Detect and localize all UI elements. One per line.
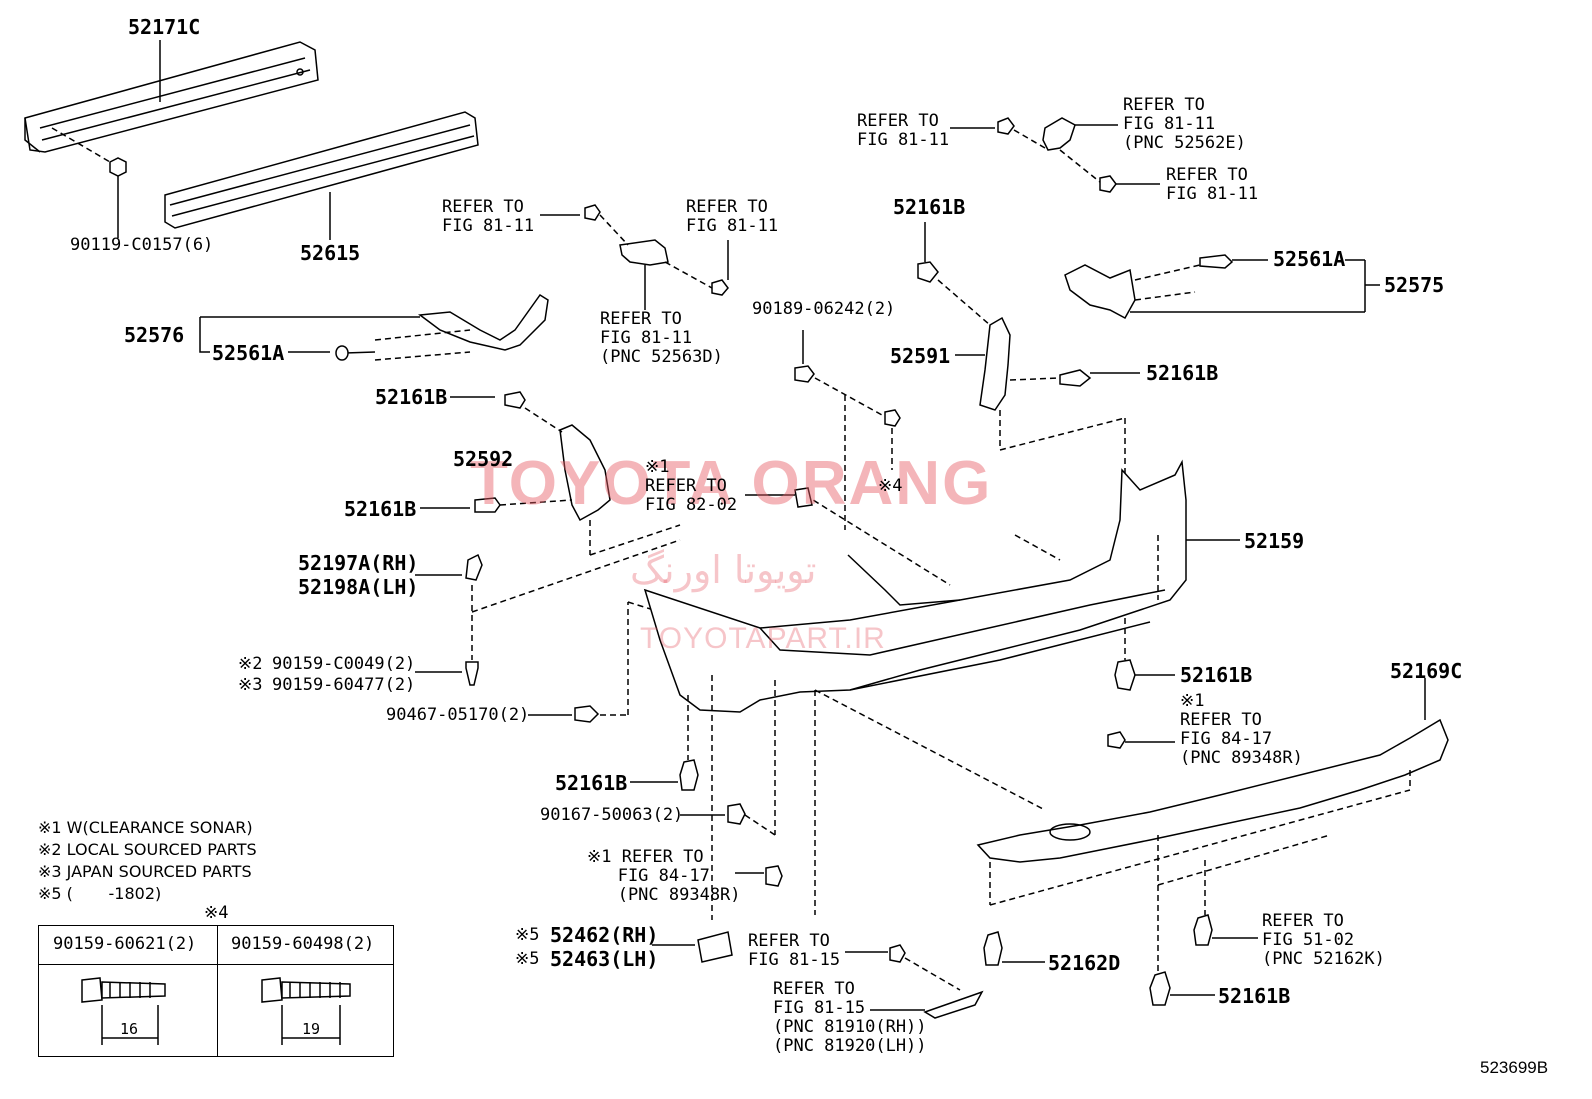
- label-52171C: 52171C: [128, 15, 201, 39]
- label-52161B-b: 52161B: [344, 497, 417, 521]
- label-52197A: 52197A(RH): [298, 551, 419, 575]
- fastener-table: 90159-60621(2) 90159-60498(2): [38, 925, 394, 1057]
- label-52161B-top: 52161B: [893, 195, 966, 219]
- note-1: ※1 W(CLEARANCE SONAR): [38, 818, 253, 837]
- screw-90159: [415, 661, 479, 686]
- bracket-52576: [199, 293, 549, 361]
- bracket-52592: [420, 391, 681, 556]
- refer-label-10: REFER TO FIG 81-15: [748, 931, 841, 970]
- table-divider: [217, 926, 218, 1056]
- mark-2: ※2: [238, 654, 263, 674]
- dimension-19: 19: [302, 1020, 321, 1038]
- label-52198A: 52198A(LH): [298, 575, 419, 599]
- absorber-52615: [164, 111, 479, 229]
- bracket-52591: [917, 222, 1140, 660]
- refer-label-2: REFER TO FIG 81-11: [686, 197, 779, 236]
- label-52462: 52462(RH): [550, 923, 659, 947]
- label-90189: 90189-06242(2): [752, 299, 896, 319]
- refer-label-9: ※1 REFER TO FIG 84-17 (PNC 89348R): [587, 847, 741, 905]
- refer-label-12: REFER TO FIG 51-02 (PNC 52162K): [1262, 911, 1385, 969]
- label-90467: 90467-05170(2): [386, 705, 530, 725]
- refer-label-8: ※1 REFER TO FIG 84-17 (PNC 89348R): [1180, 691, 1303, 768]
- bracket-52575: [1064, 254, 1380, 320]
- label-52161B-a: 52161B: [375, 385, 448, 409]
- figure-number: 523699B: [1480, 1058, 1549, 1077]
- clip-52161B-d: [1107, 659, 1175, 749]
- mark-4-diagram: ※4: [878, 476, 903, 496]
- mark-3: ※3: [238, 675, 263, 695]
- refer-label-7: ※1 REFER TO FIG 82-02: [645, 457, 738, 515]
- clip-52197A: [415, 539, 681, 660]
- cover-52462: [652, 931, 733, 963]
- nut-90467: [528, 601, 661, 723]
- label-52561A-left: 52561A: [212, 341, 285, 365]
- bolt-90119: [51, 127, 127, 238]
- note-3: ※3 JAPAN SOURCED PARTS: [38, 862, 252, 881]
- label-52463: 52463(LH): [550, 947, 659, 971]
- label-90167: 90167-50063(2): [540, 805, 684, 825]
- watermark-persian: تویوتا اورنگ: [630, 548, 817, 592]
- clip-52161B-e: [1149, 971, 1215, 1006]
- label-52576: 52576: [124, 323, 185, 347]
- label-90159-C0049: 90159-C0049(2): [272, 654, 416, 674]
- spoiler-52169C: [976, 678, 1449, 975]
- dimension-16: 16: [120, 1020, 139, 1038]
- clip-52162D: [983, 931, 1045, 966]
- clip-52161B-c: [630, 759, 699, 791]
- label-52561A-right: 52561A: [1273, 247, 1346, 271]
- bumper-cover-52159: [643, 459, 1240, 920]
- reflector: [845, 944, 984, 1019]
- bracket-center-top: [540, 204, 729, 310]
- table-col1: 90159-60621(2): [53, 934, 197, 954]
- bracket-52562E: [950, 117, 1160, 193]
- nut-90167: [680, 803, 776, 836]
- screw-90159-60498: [261, 977, 351, 1045]
- note-2: ※2 LOCAL SOURCED PARTS: [38, 840, 257, 859]
- table-col2: 90159-60498(2): [231, 934, 375, 954]
- refer-label-11: REFER TO FIG 81-15 (PNC 81910(RH)) (PNC …: [773, 979, 927, 1056]
- clip-52162K: [1193, 914, 1258, 946]
- watermark-brand: TOYOTA ORANG: [470, 449, 993, 518]
- label-52161B-e: 52161B: [1218, 984, 1291, 1008]
- sonar-clip: [735, 865, 783, 887]
- label-90159-60477: 90159-60477(2): [272, 675, 416, 695]
- mark-5b: ※5: [515, 949, 540, 969]
- table-mark-4: ※4: [204, 903, 229, 923]
- label-52169C: 52169C: [1390, 659, 1463, 683]
- refer-label-4: REFER TO FIG 81-11: [857, 111, 950, 150]
- label-52592: 52592: [453, 447, 514, 471]
- reinforcement-52171C: [24, 41, 319, 153]
- refer-label-5: REFER TO FIG 81-11 (PNC 52562E): [1123, 95, 1246, 153]
- watermark-site: TOYOTAPART.IR: [640, 622, 886, 655]
- label-90119: 90119-C0157(6): [70, 235, 214, 255]
- screw-90159-60621: [81, 977, 166, 1045]
- label-52161B-c: 52161B: [555, 771, 628, 795]
- label-52591: 52591: [890, 344, 951, 368]
- refer-label-3: REFER TO FIG 81-11 (PNC 52563D): [600, 309, 723, 367]
- label-52159: 52159: [1244, 529, 1305, 553]
- label-52162D: 52162D: [1048, 951, 1121, 975]
- refer-label-6: REFER TO FIG 81-11: [1166, 165, 1259, 204]
- label-52161B-right: 52161B: [1146, 361, 1219, 385]
- sonar-bracket: [745, 487, 813, 508]
- mark-5a: ※5: [515, 925, 540, 945]
- label-52615: 52615: [300, 241, 361, 265]
- table-header: [39, 926, 393, 965]
- nut-90189: [794, 330, 901, 530]
- refer-label-1: REFER TO FIG 81-11: [442, 197, 535, 236]
- label-52161B-d: 52161B: [1180, 663, 1253, 687]
- note-5: ※5 ( -1802): [38, 884, 162, 903]
- label-52575: 52575: [1384, 273, 1445, 297]
